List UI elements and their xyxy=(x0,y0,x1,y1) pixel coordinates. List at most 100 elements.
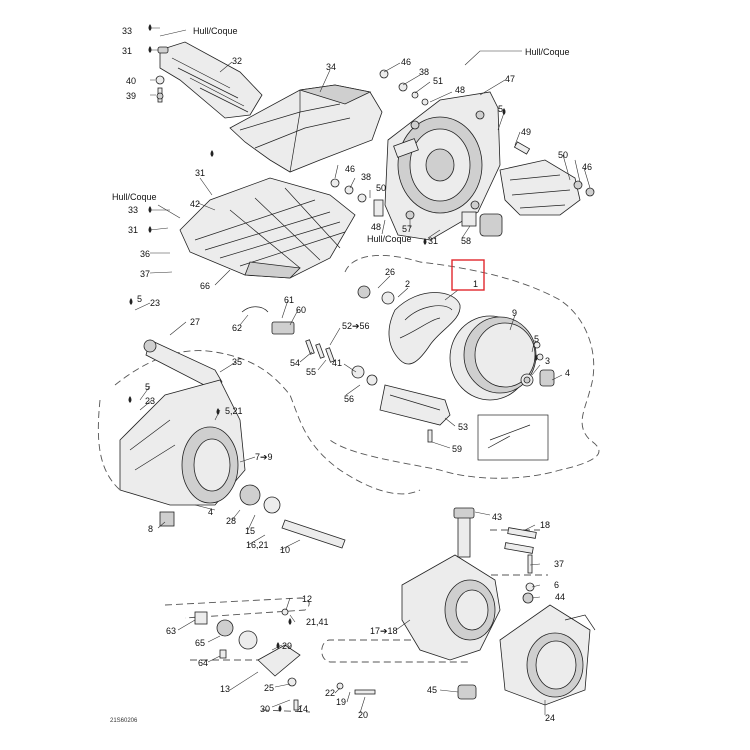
label-48: 48 xyxy=(371,222,381,232)
label-24: 24 xyxy=(545,713,555,723)
label-12: 12 xyxy=(302,594,312,604)
bracket-32 xyxy=(157,41,263,119)
steering-arm-27 xyxy=(143,339,223,389)
hull-label: Hull/Coque xyxy=(112,192,157,202)
label-4: 4 xyxy=(208,507,213,517)
label-8: 8 xyxy=(148,524,153,534)
label-42: 42 xyxy=(190,199,200,209)
label-52-56: 52➔56 xyxy=(342,321,370,331)
label-27: 27 xyxy=(190,317,200,327)
label-5: 5 xyxy=(498,104,503,114)
label-19: 19 xyxy=(336,697,346,707)
label-48: 48 xyxy=(455,85,465,95)
sealant-drops xyxy=(128,24,538,712)
intake-duct-34 xyxy=(229,84,383,173)
bracket-50 xyxy=(499,159,595,216)
label-22: 22 xyxy=(325,688,335,698)
label-21-41: 21,41 xyxy=(306,617,329,627)
cone-group-outline xyxy=(164,597,311,713)
label-57: 57 xyxy=(402,224,412,234)
highlight-box-1 xyxy=(451,259,485,291)
label-30: 30 xyxy=(260,704,270,714)
wear-ring-9 xyxy=(449,315,537,401)
drive-shaft-10 xyxy=(239,484,346,549)
label-49: 49 xyxy=(521,127,531,137)
hull-labels: Hull/Coque Hull/Coque Hull/Coque Hull/Co… xyxy=(112,26,570,244)
label-23: 23 xyxy=(150,298,160,308)
label-29: 29 xyxy=(282,641,292,651)
leader-lines xyxy=(134,27,591,715)
label-46: 46 xyxy=(345,164,355,174)
label-37: 37 xyxy=(554,559,564,569)
label-51: 51 xyxy=(433,76,443,86)
bolt-39-40 xyxy=(155,75,165,103)
label-14: 14 xyxy=(298,704,308,714)
label-5: 5 xyxy=(534,334,539,344)
label-28: 28 xyxy=(226,516,236,526)
label-32: 32 xyxy=(232,56,242,66)
label-41: 41 xyxy=(332,358,342,368)
label-34: 34 xyxy=(326,62,336,72)
steering-nozzle-17-18 xyxy=(401,507,501,661)
label-56: 56 xyxy=(344,394,354,404)
label-54: 54 xyxy=(290,358,300,368)
label-9: 9 xyxy=(512,308,517,318)
label-55: 55 xyxy=(306,367,316,377)
part-labels: 33 31 40 39 32 34 46 38 51 48 47 5 49 50… xyxy=(122,26,592,723)
fasteners-impeller-side xyxy=(520,341,555,387)
label-61: 61 xyxy=(284,295,294,305)
clips-54-62 xyxy=(241,306,335,363)
label-44: 44 xyxy=(555,592,565,602)
label-62: 62 xyxy=(232,323,242,333)
label-5: 5 xyxy=(137,294,142,304)
label-18: 18 xyxy=(540,520,550,530)
label-46: 46 xyxy=(401,57,411,67)
label-23: 23 xyxy=(145,396,155,406)
impeller-2 xyxy=(357,285,461,365)
label-66: 66 xyxy=(200,281,210,291)
intake-grille-42 xyxy=(179,177,356,279)
label-5-21: 5,21 xyxy=(225,406,243,416)
label-31: 31 xyxy=(128,225,138,235)
label-50: 50 xyxy=(558,150,568,160)
label-10: 10 xyxy=(280,545,290,555)
label-50: 50 xyxy=(376,183,386,193)
label-46: 46 xyxy=(582,162,592,172)
hull-label: Hull/Coque xyxy=(193,26,238,36)
reverse-linkage-53 xyxy=(351,365,549,461)
label-33: 33 xyxy=(128,205,138,215)
label-38: 38 xyxy=(361,172,371,182)
label-31: 31 xyxy=(428,236,438,246)
steering-group-outline xyxy=(97,399,121,491)
label-13: 13 xyxy=(220,684,230,694)
nozzle-24 xyxy=(499,604,596,706)
label-47: 47 xyxy=(505,74,515,84)
fasteners-top xyxy=(330,69,531,237)
label-31: 31 xyxy=(122,46,132,56)
label-26: 26 xyxy=(385,267,395,277)
label-60: 60 xyxy=(296,305,306,315)
label-53: 53 xyxy=(458,422,468,432)
label-25: 25 xyxy=(264,683,274,693)
label-65: 65 xyxy=(195,638,205,648)
label-33: 33 xyxy=(122,26,132,36)
label-6: 6 xyxy=(554,580,559,590)
label-38: 38 xyxy=(419,67,429,77)
impeller-group-outline xyxy=(329,254,600,479)
venturi-7-9 xyxy=(119,379,246,527)
drawing-code: 21S60206 xyxy=(110,718,138,724)
label-17-18: 17➔18 xyxy=(370,626,398,636)
label-7-9: 7➔9 xyxy=(255,452,273,462)
label-3: 3 xyxy=(545,356,550,366)
hull-label: Hull/Coque xyxy=(367,234,412,244)
label-39: 39 xyxy=(126,91,136,101)
label-31: 31 xyxy=(195,168,205,178)
cone-13 xyxy=(194,608,301,711)
label-20: 20 xyxy=(358,710,368,720)
label-16-21: 16,21 xyxy=(246,540,269,550)
pump-housing-47 xyxy=(384,91,501,241)
label-63: 63 xyxy=(166,626,176,636)
label-4: 4 xyxy=(565,368,570,378)
